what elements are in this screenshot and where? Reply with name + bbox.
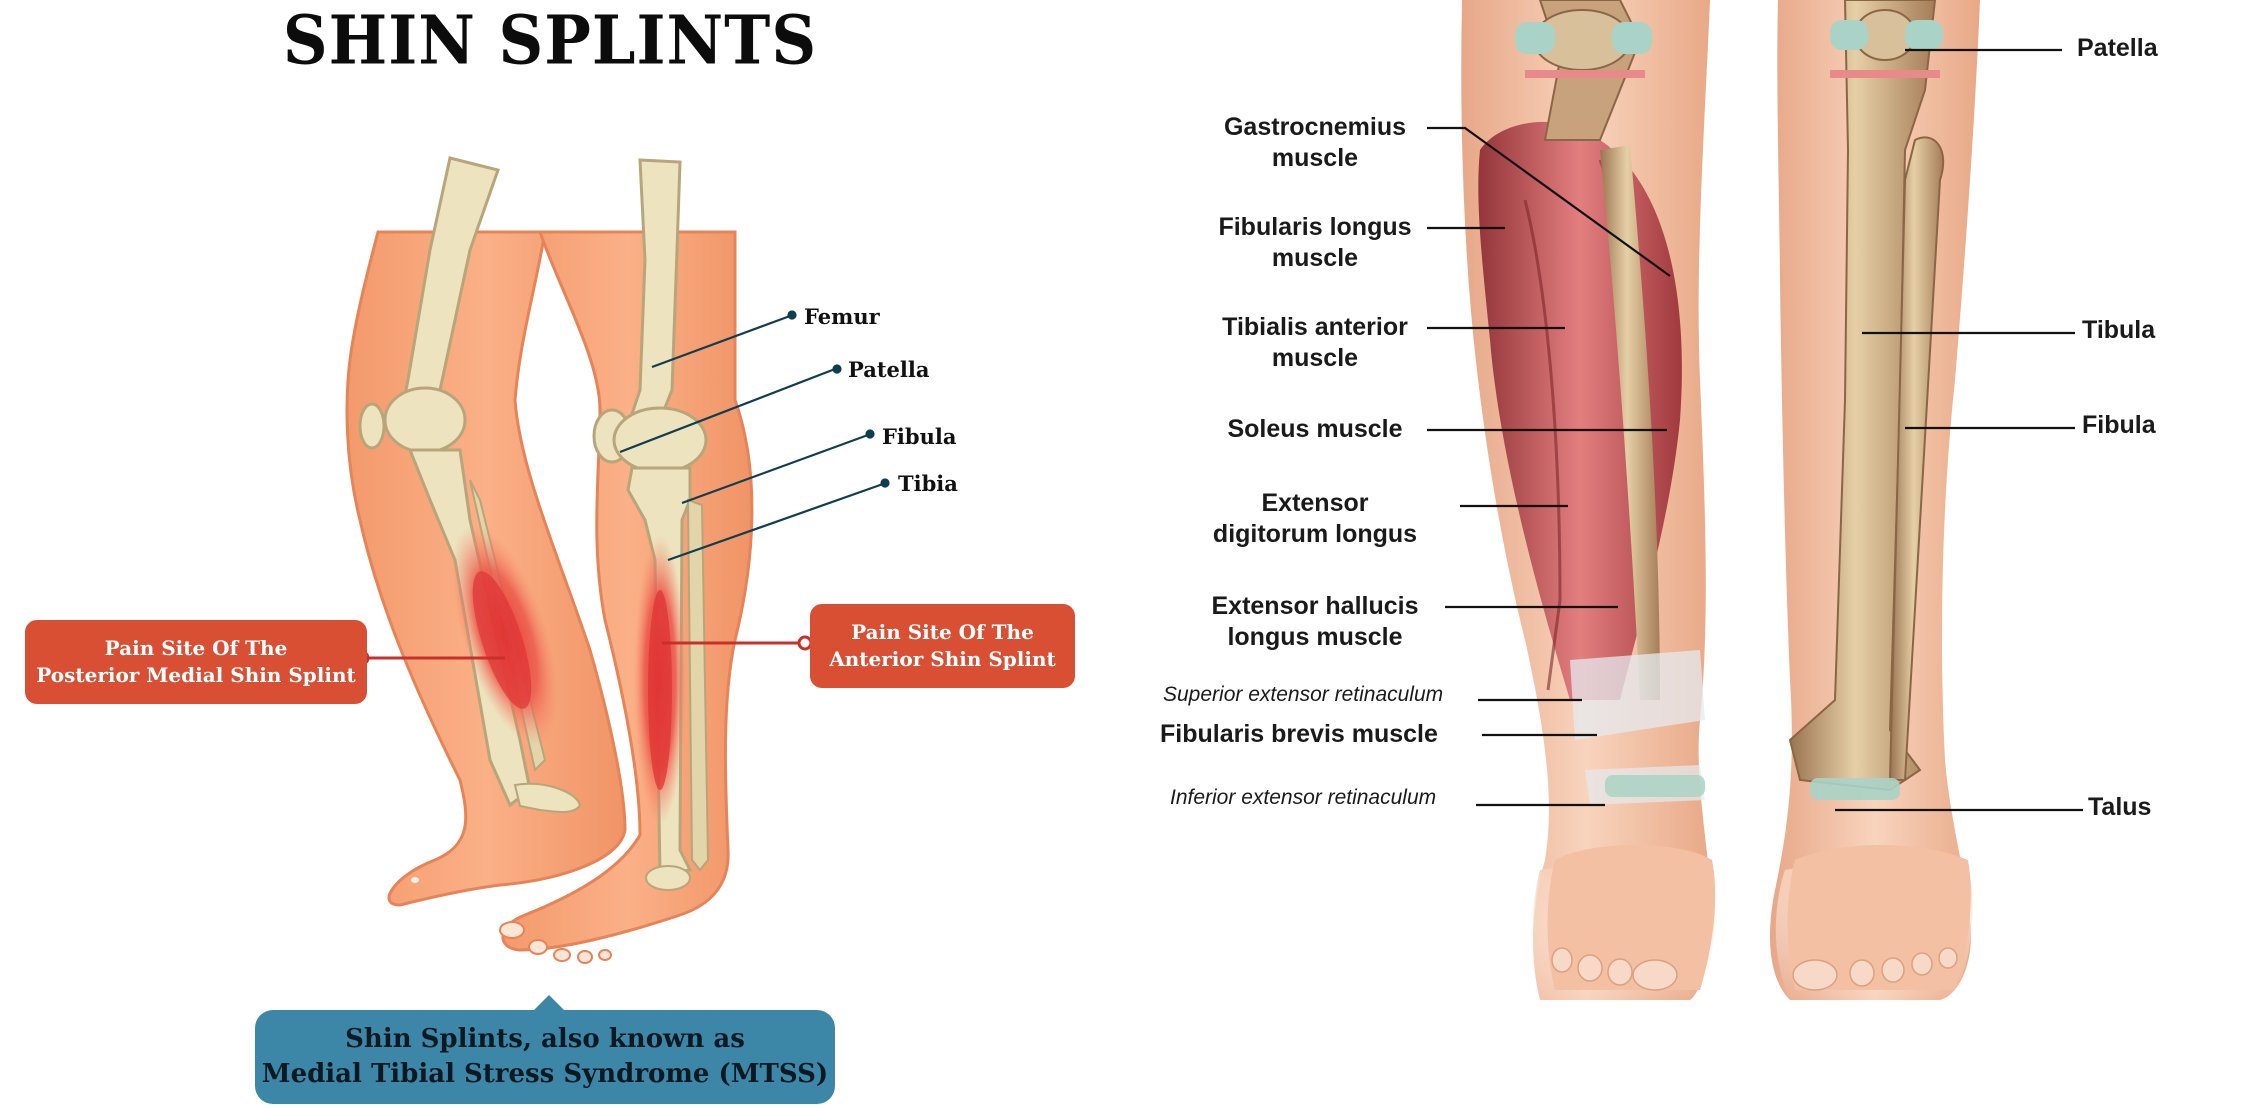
anatomy-leader-lines	[1427, 48, 2083, 812]
label-gastrocnemius: Gastrocnemius muscle	[1223, 113, 1406, 172]
posterior-pain-site	[451, 524, 559, 746]
bone-leg	[1770, 0, 1980, 1000]
callout-anterior-line-1: Pain Site Of The	[851, 620, 1034, 644]
footer-pointer	[533, 995, 565, 1011]
callout-posterior-pain-site: Pain Site Of The Posterior Medial Shin S…	[25, 620, 367, 704]
label-extensor-hallucis: Extensor hallucis longus muscle	[1211, 592, 1419, 651]
label-fibularis-longus: Fibularis longus muscle	[1218, 213, 1412, 272]
label-soleus: Soleus muscle	[1227, 415, 1403, 443]
label-superior-retinaculum: Superior extensor retinaculum	[1163, 683, 1444, 706]
page-title: SHIN SPLINTS	[282, 1, 818, 80]
label-extensor-digitorum: Extensor digitorum longus	[1212, 489, 1418, 548]
label-tibia: Tibia	[898, 471, 958, 496]
callout-posterior-line-1: Pain Site Of The	[104, 636, 288, 660]
muscle-leg	[1461, 0, 1716, 1000]
label-fibularis-brevis: Fibularis brevis muscle	[1160, 720, 1438, 748]
label-inferior-retinaculum: Inferior extensor retinaculum	[1170, 786, 1437, 809]
label-bone-tibula: Tibula	[2082, 316, 2156, 344]
anterior-pain-site	[634, 535, 686, 825]
anterior-toes	[499, 921, 612, 964]
left-leader-lines	[619, 310, 890, 562]
label-bone-talus: Talus	[2088, 793, 2152, 821]
callout-anterior-pain-site: Pain Site Of The Anterior Shin Splint	[810, 604, 1075, 688]
footer-line-1: Shin Splints, also known as	[345, 1024, 745, 1054]
callout-posterior-line-2: Posterior Medial Shin Splint	[36, 663, 356, 687]
label-patella: Patella	[848, 357, 930, 382]
label-femur: Femur	[804, 304, 880, 329]
footer-mtss-box: Shin Splints, also known as Medial Tibia…	[255, 1010, 835, 1104]
label-fibula: Fibula	[882, 424, 957, 449]
label-bone-fibula: Fibula	[2082, 411, 2156, 439]
label-bone-patella: Patella	[2077, 34, 2158, 62]
footer-line-2: Medial Tibial Stress Syndrome (MTSS)	[261, 1059, 829, 1089]
label-tibialis-anterior: Tibialis anterior muscle	[1222, 313, 1408, 372]
callout-anterior-line-2: Anterior Shin Splint	[829, 647, 1056, 671]
